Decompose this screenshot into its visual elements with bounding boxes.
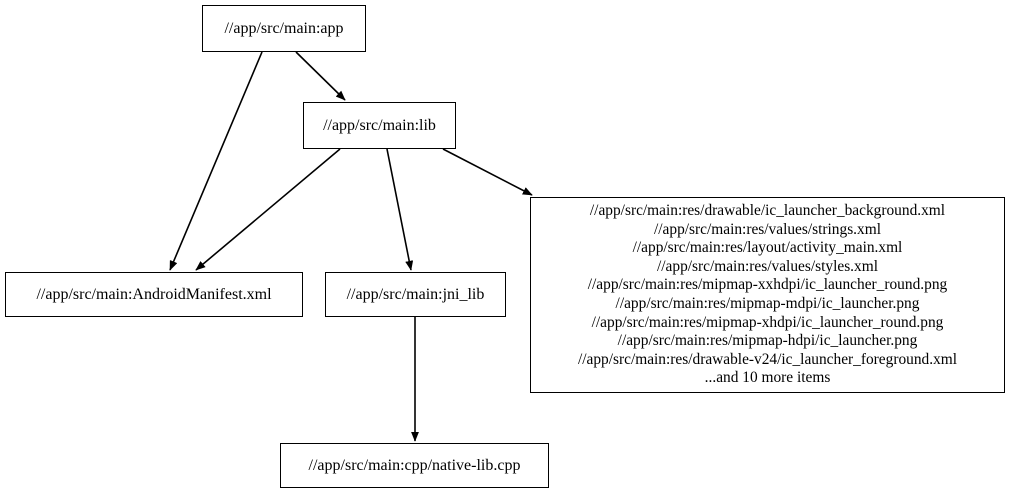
resource-line: //app/src/main:res/mipmap-hdpi/ic_launch… <box>617 332 918 350</box>
edge-lib-to-jni-lib <box>386 148 414 271</box>
resource-line: //app/src/main:res/drawable-v24/ic_launc… <box>577 350 958 368</box>
node-lib[interactable]: //app/src/main:lib <box>303 102 456 149</box>
node-native-lib-cpp[interactable]: //app/src/main:cpp/native-lib.cpp <box>280 443 549 488</box>
node-resources-group-label: //app/src/main:res/drawable/ic_launcher_… <box>572 202 963 388</box>
node-native-lib-cpp-label: //app/src/main:cpp/native-lib.cpp <box>308 456 521 474</box>
resource-line: //app/src/main:res/drawable/ic_launcher_… <box>589 202 946 220</box>
resource-line: //app/src/main:res/mipmap-mdpi/ic_launch… <box>615 295 920 312</box>
node-jni-lib-label: //app/src/main:jni_lib <box>346 285 485 303</box>
resource-line: //app/src/main:res/values/styles.xml <box>656 257 878 275</box>
edge-app-to-lib <box>295 51 346 101</box>
resource-line: //app/src/main:res/mipmap-xhdpi/ic_launc… <box>591 313 944 331</box>
edge-lib-to-res-group <box>442 148 533 196</box>
resource-more-items-label: ...and 10 more items <box>704 369 831 387</box>
edge-lib-to-manifest <box>195 148 341 271</box>
node-lib-label: //app/src/main:lib <box>323 116 436 134</box>
resource-line: //app/src/main:res/mipmap-xxhdpi/ic_laun… <box>587 276 948 294</box>
node-app[interactable]: //app/src/main:app <box>202 5 366 52</box>
node-android-manifest[interactable]: //app/src/main:AndroidManifest.xml <box>5 272 303 317</box>
node-android-manifest-label: //app/src/main:AndroidManifest.xml <box>36 285 272 303</box>
resource-line: //app/src/main:res/values/strings.xml <box>654 220 881 238</box>
resource-line: //app/src/main:res/layout/activity_main.… <box>632 239 903 257</box>
edge-app-to-manifest <box>169 51 263 271</box>
node-jni-lib[interactable]: //app/src/main:jni_lib <box>325 272 506 317</box>
node-app-label: //app/src/main:app <box>224 19 344 37</box>
node-resources-group[interactable]: //app/src/main:res/drawable/ic_launcher_… <box>530 197 1005 393</box>
